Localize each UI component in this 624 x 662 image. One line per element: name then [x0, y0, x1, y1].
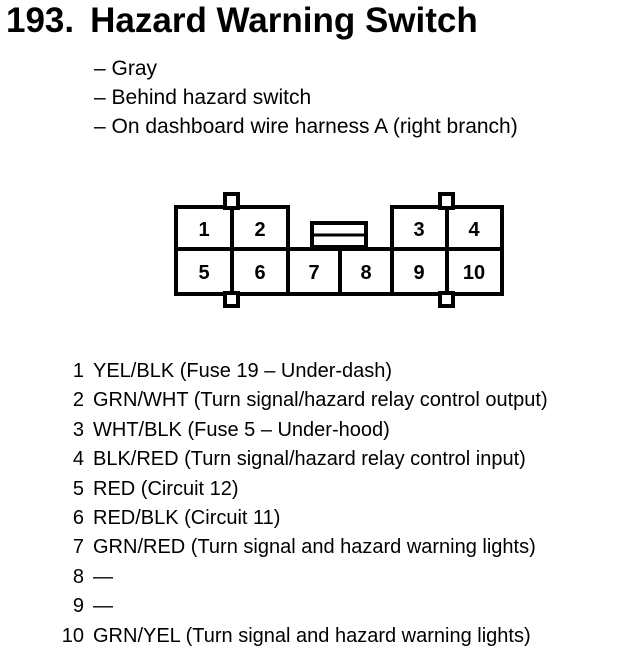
pin-label-1: 1 — [198, 219, 209, 241]
pin-label-4: 4 — [468, 219, 480, 241]
page-title: 193. Hazard Warning Switch — [6, 0, 478, 42]
pinout-description: RED/BLK (Circuit 11) — [93, 507, 281, 530]
pinout-number: 8 — [72, 565, 84, 588]
pinout-row: 9— — [56, 592, 548, 621]
pinout-description: WHT/BLK (Fuse 5 – Under-hood) — [93, 418, 390, 441]
pinout-description: BLK/RED (Turn signal/hazard relay contro… — [93, 448, 526, 471]
pinout-row: 8— — [56, 563, 548, 592]
guide-rail-top-left — [223, 192, 240, 210]
pin-label-3: 3 — [413, 219, 424, 241]
pin-label-5: 5 — [198, 262, 209, 284]
guide-rail-bottom-left — [223, 291, 240, 308]
guide-rail-top-right — [438, 192, 455, 210]
note-color: – Gray — [94, 57, 158, 80]
pinout-number: 6 — [72, 507, 84, 530]
pinout-number: 9 — [72, 595, 84, 618]
pinout-row: 10 GRN/YEL (Turn signal and hazard warnin… — [56, 622, 548, 651]
connector-diagram: 1 2 3 4 5 6 7 8 9 10 — [174, 192, 504, 308]
pinout-row: 5 RED (Circuit 12) — [56, 475, 548, 504]
pinout-row: 2 GRN/WHT (Turn signal/hazard relay contr… — [56, 386, 548, 415]
pinout-row: 3 WHT/BLK (Fuse 5 – Under-hood) — [56, 416, 548, 445]
pinout-number: 1 — [72, 360, 84, 382]
pin-label-10: 10 — [463, 262, 485, 284]
note-location: – Behind hazard switch — [94, 86, 312, 109]
pinout-number: 4 — [72, 448, 84, 471]
connector-notes: – Gray – Behind hazard switch – On dashb… — [94, 54, 518, 141]
pinout-description: GRN/RED (Turn signal and hazard warning … — [93, 536, 536, 559]
pinout-description: RED (Circuit 12) — [93, 477, 239, 500]
pinout-number: 10 — [61, 624, 84, 647]
title-text: Hazard Warning Switch — [90, 1, 478, 40]
note-harness: – On dashboard wire harness A (right bra… — [94, 115, 518, 138]
pinout-row: 6 RED/BLK (Circuit 11) — [56, 504, 548, 533]
section-number: 193. — [6, 1, 75, 40]
pinout-list: 1 YEL/BLK (Fuse 19 – Under-dash) 2 GRN/WHT… — [56, 357, 548, 651]
pinout-row: 4 BLK/RED (Turn signal/hazard relay contr… — [56, 445, 548, 474]
pin-label-6: 6 — [254, 262, 265, 284]
pinout-number: 2 — [72, 389, 84, 412]
pinout-description: GRN/YEL (Turn signal and hazard warning … — [93, 624, 531, 647]
pinout-number: 5 — [72, 477, 84, 500]
pinout-description: YEL/BLK (Fuse 19 – Under-dash) — [93, 360, 393, 382]
pin-label-8: 8 — [360, 262, 371, 284]
guide-rail-bottom-right — [438, 291, 455, 308]
pinout-row: 7 GRN/RED (Turn signal and hazard warning… — [56, 533, 548, 562]
pinout-description: GRN/WHT (Turn signal/hazard relay contro… — [93, 389, 548, 412]
pinout-number: 7 — [72, 536, 84, 559]
pinout-row: 1 YEL/BLK (Fuse 19 – Under-dash) — [56, 357, 548, 386]
pin-label-9: 9 — [413, 262, 424, 284]
pinout-number: 3 — [72, 418, 84, 441]
pinout-description: — — [93, 595, 113, 618]
pin-label-2: 2 — [254, 219, 265, 241]
pinout-description: — — [93, 565, 113, 588]
pin-label-7: 7 — [308, 262, 319, 284]
